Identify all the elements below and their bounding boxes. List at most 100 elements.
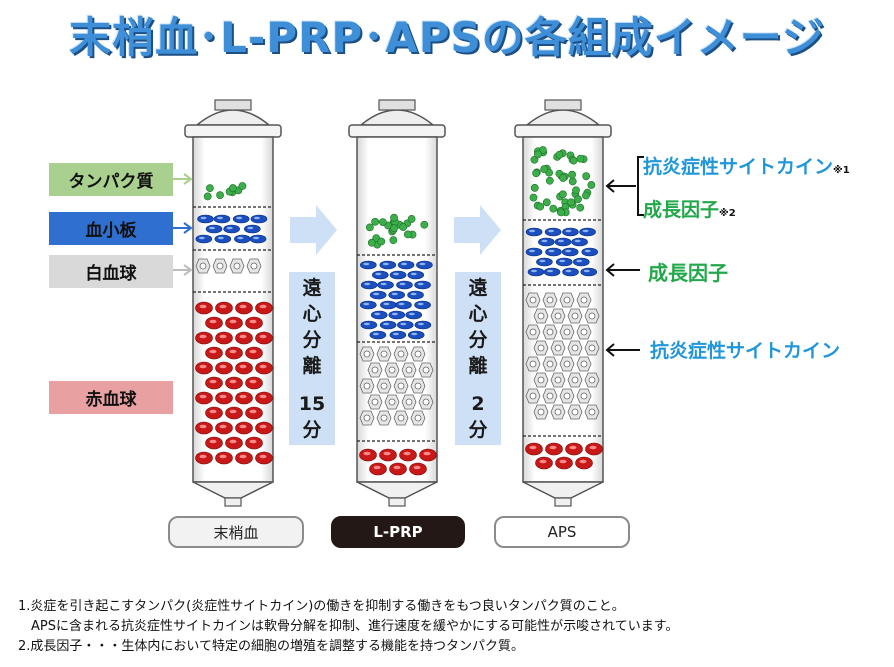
caption-aps: APS <box>494 516 630 548</box>
platelet-highlight <box>198 236 205 240</box>
platelet-cell <box>538 237 555 247</box>
platelet-highlight <box>372 332 379 336</box>
platelet-cell <box>249 234 267 244</box>
growth-factor-label-1: 成長因子※2 <box>643 195 736 222</box>
platelet-highlight <box>237 236 244 240</box>
platelet-highlight <box>374 312 381 316</box>
protein-dot <box>390 224 398 233</box>
platelet-cell <box>379 260 397 270</box>
platelet-cell <box>213 214 231 224</box>
rbc-highlight <box>219 394 227 399</box>
rbc-highlight <box>229 349 237 354</box>
note-1-continued: APSに含まれる抗炎症性サイトカインは軟骨分解を抑制、進行速度を緩やかにする可能… <box>31 619 679 634</box>
wbc-nucleus <box>546 360 554 368</box>
platelet-highlight <box>217 236 224 240</box>
protein-dot <box>229 184 237 192</box>
platelet-highlight <box>584 249 591 253</box>
tube-peripheral-tip <box>224 497 242 507</box>
platelet-highlight <box>363 302 370 306</box>
wbc-nucleus <box>233 262 241 270</box>
process-1-char: 離 <box>302 355 322 377</box>
platelet-highlight <box>401 262 408 266</box>
protein-dot <box>559 174 568 182</box>
platelet-cell <box>232 214 250 224</box>
platelet-highlight <box>417 302 424 306</box>
platelet-highlight <box>383 322 390 326</box>
protein-dot <box>365 223 374 232</box>
wbc-nucleus <box>537 376 545 384</box>
platelet-cell <box>571 237 588 247</box>
wbc-nucleus <box>546 392 554 400</box>
platelet-highlight <box>541 239 548 243</box>
process-1-time: 15 <box>298 393 326 415</box>
wbc-nucleus <box>250 262 258 270</box>
platelet-cell <box>579 227 596 237</box>
rbc-highlight <box>209 319 217 324</box>
wbc-nucleus <box>588 376 596 384</box>
process-1-char: 心 <box>302 303 322 325</box>
caption-lprp: L-PRP <box>331 516 465 548</box>
platelet-cell <box>360 300 377 310</box>
platelet-highlight <box>391 312 398 316</box>
label-arrows <box>173 156 644 357</box>
protein-dot <box>403 230 412 239</box>
tube-lprp-plunger <box>378 99 416 111</box>
protein-dot <box>389 236 398 245</box>
platelet-cell <box>581 247 599 257</box>
rbc-highlight <box>229 409 237 414</box>
rbc-highlight <box>559 459 567 464</box>
wbc-nucleus <box>380 414 388 422</box>
rbc-highlight <box>569 445 577 450</box>
tube-aps-tip <box>554 497 572 507</box>
platelet-cell <box>389 270 407 280</box>
protein-dot <box>582 172 591 181</box>
protein-dot <box>238 182 247 190</box>
wbc-nucleus <box>554 376 562 384</box>
rbc-highlight <box>209 409 217 414</box>
platelet-cell <box>562 227 579 237</box>
wbc-nucleus <box>363 382 371 390</box>
protein-dot <box>371 217 380 226</box>
syringe-diagram <box>184 99 612 507</box>
platelet-highlight <box>399 282 406 286</box>
platelet-highlight <box>565 269 572 273</box>
wbc-nucleus <box>554 408 562 416</box>
protein-dot <box>538 146 547 154</box>
rbc-highlight <box>589 445 597 450</box>
wbc-nucleus <box>216 262 224 270</box>
wbc-nucleus <box>529 328 537 336</box>
wbc-nucleus <box>397 382 405 390</box>
platelet-highlight <box>200 216 207 220</box>
wbc-nucleus <box>588 344 596 352</box>
process-arrow-2 <box>454 205 501 255</box>
rbc-highlight <box>199 334 207 339</box>
wbc-nucleus <box>537 344 545 352</box>
platelet-cell <box>525 227 543 237</box>
platelet-highlight <box>547 269 554 273</box>
process-2-time: 2 <box>471 393 485 415</box>
platelet-cell <box>414 320 432 330</box>
wbc-nucleus <box>363 414 371 422</box>
wbc-nucleus <box>563 296 571 304</box>
rbc-highlight <box>209 439 217 444</box>
rbc-highlight <box>229 379 237 384</box>
protein-dot <box>532 169 541 178</box>
wbc-nucleus <box>554 312 562 320</box>
process-1-char: 遠 <box>302 277 322 299</box>
protein-dot <box>529 193 538 202</box>
note-1: 1.炎症を引き起こすタンパク(炎症性サイトカイン)の働きを抑制する働きをもつ良い… <box>18 599 625 614</box>
platelet-cell <box>407 330 425 340</box>
wbc-nucleus <box>397 414 405 422</box>
process-1-char: 分 <box>302 329 322 351</box>
protein-dot <box>587 181 596 189</box>
wbc-nucleus <box>529 392 537 400</box>
rbc-highlight <box>199 364 207 369</box>
rbc-highlight <box>239 334 247 339</box>
rbc-highlight <box>539 459 547 464</box>
platelet-cell <box>580 267 598 277</box>
platelet-highlight <box>209 226 216 230</box>
platelet-highlight <box>410 272 417 276</box>
platelet-cell <box>388 290 405 300</box>
protein-dot <box>542 198 551 207</box>
platelet-highlight <box>548 229 555 233</box>
